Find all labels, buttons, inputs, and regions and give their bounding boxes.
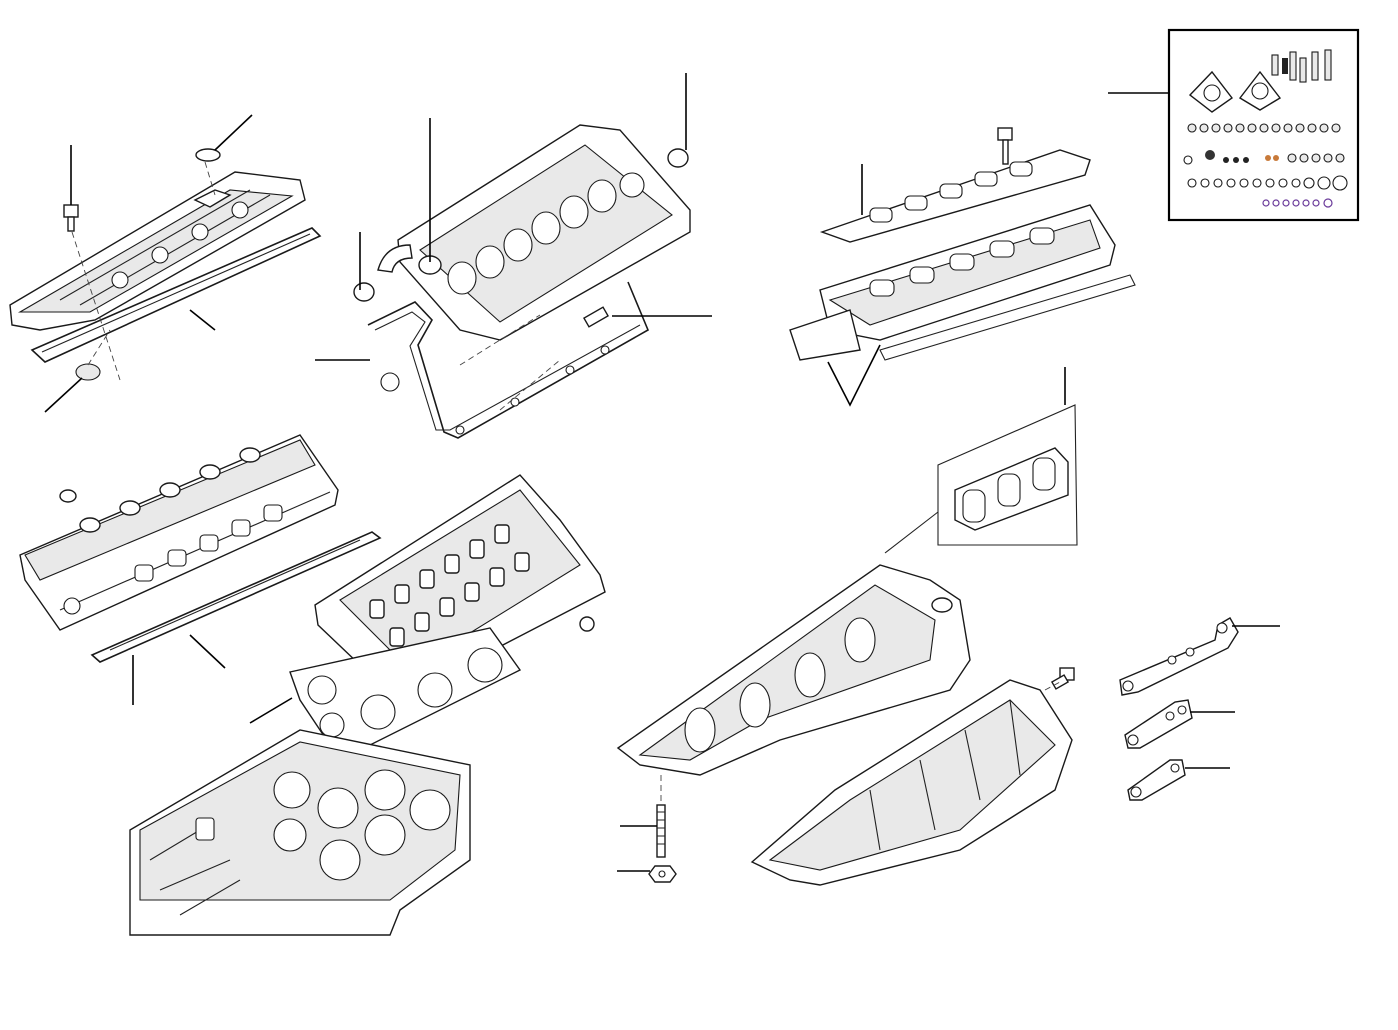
leader-line (249, 697, 293, 724)
mounting-bracket-medium[interactable] (1124, 699, 1193, 749)
right-cam-cover[interactable] (397, 124, 691, 341)
breather-hose[interactable] (377, 244, 413, 273)
fixings-kit-inset[interactable] (1167, 28, 1360, 222)
exhaust-stud[interactable] (656, 804, 666, 858)
kit-washers-rows (1183, 123, 1348, 208)
exhaust-heat-shield[interactable] (750, 679, 1073, 886)
mounting-bracket-long[interactable] (1119, 617, 1239, 696)
head-dowel[interactable] (59, 489, 77, 503)
exhaust-gasket-inset[interactable] (937, 404, 1078, 546)
leader-line (884, 511, 939, 554)
head-plug[interactable] (579, 616, 595, 632)
leader-line (827, 344, 881, 407)
exhaust-nut[interactable] (648, 865, 677, 883)
cover-stud-bolt[interactable] (583, 306, 609, 328)
exhaust-manifold[interactable] (616, 564, 971, 776)
leader-line (189, 634, 226, 669)
leader-line (189, 309, 216, 331)
cover-seal-ring-left[interactable] (353, 282, 375, 302)
right-cylinder-head[interactable] (314, 474, 606, 689)
intake-sensor[interactable] (997, 127, 1013, 165)
left-cam-cover-gasket[interactable] (30, 227, 322, 363)
kit-bolts (1271, 49, 1332, 83)
intake-manifold[interactable] (819, 204, 1116, 341)
heat-shield-bolt[interactable] (1050, 667, 1075, 690)
camshaft-lobes (79, 447, 261, 533)
right-cam-cover-gasket[interactable] (367, 281, 650, 439)
cover-seal-ring-right[interactable] (667, 148, 689, 168)
oil-filler-cap[interactable] (195, 148, 221, 162)
leader-line (44, 377, 83, 413)
cover-bolt[interactable] (63, 204, 79, 232)
left-head-gasket[interactable] (90, 531, 382, 663)
leader-line (214, 114, 253, 151)
right-head-gasket[interactable] (289, 627, 522, 761)
valve-springs (369, 524, 530, 647)
intake-port-gasket[interactable] (789, 274, 1136, 361)
seal-grommet-left[interactable] (75, 363, 101, 381)
engine-block[interactable] (129, 729, 471, 936)
left-cylinder-head[interactable] (19, 434, 339, 631)
intake-manifold-gasket[interactable] (819, 149, 1091, 243)
mounting-bracket-short[interactable] (1127, 759, 1186, 801)
